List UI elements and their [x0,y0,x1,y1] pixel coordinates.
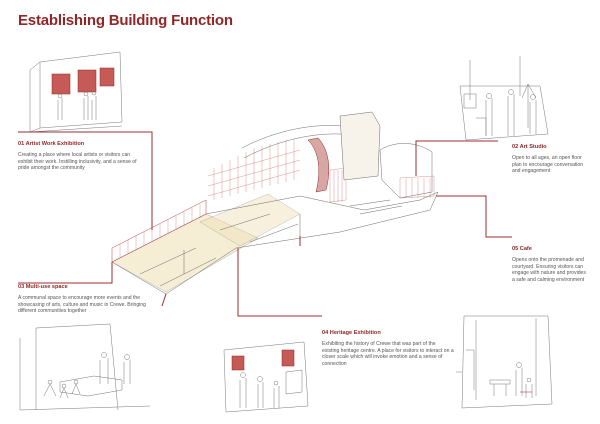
section-artist-work: 01 Artist Work Exhibition Creating a pla… [18,141,144,172]
section-heading: 03 Multi-use space [18,284,68,290]
art-studio-vignette [459,56,549,141]
leader-05 [436,195,512,238]
page-title: Establishing Building Function [18,12,233,29]
artist-exhibition-vignette [29,51,123,133]
section-heading: 02 Art Studio [512,144,547,150]
section-body: Opens onto the promenade and courtyard. … [512,257,586,283]
section-heading: 04 Heritage Exhibition [322,330,381,336]
red-screen-wall [111,199,207,263]
section-heading: 05 Cafe [512,246,532,252]
multi-use-vignette [19,323,151,411]
section-heritage: 04 Heritage Exhibition Exhibiting the hi… [322,330,454,367]
heritage-vignette [223,341,309,413]
leader-01 [18,131,153,230]
leader-04 [237,252,322,317]
leader-lines [18,131,512,317]
leader-02 [415,140,498,176]
section-body: Exhibiting the history of Crewe that was… [322,341,454,367]
section-body: A communal space to encourage more event… [18,295,146,315]
cafe-vignette [456,315,553,409]
section-body: Open to all ages, an open floor plan to … [512,155,584,175]
section-heading: 01 Artist Work Exhibition [18,141,85,147]
leader-03 [18,262,113,284]
section-cafe: 05 Cafe Opens onto the promenade and cou… [512,246,586,283]
building-model [111,111,439,307]
section-body: Creating a place where local artists or … [18,152,137,172]
section-art-studio: 02 Art Studio Open to all ages, an open … [512,144,586,175]
section-multi-use: 03 Multi-use space A communal space to e… [18,284,146,315]
